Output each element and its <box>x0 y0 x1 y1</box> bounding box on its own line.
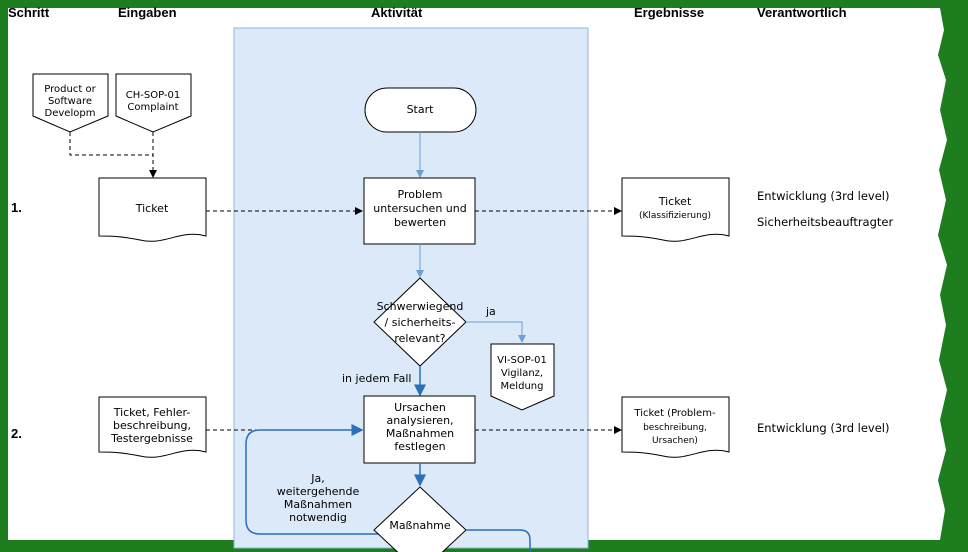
svg-text:Maßnahmen: Maßnahmen <box>284 498 352 511</box>
svg-text:Start: Start <box>407 103 435 116</box>
svg-text:relevant?: relevant? <box>394 332 445 345</box>
responsible-step2-dev: Entwicklung (3rd level) <box>757 421 890 435</box>
svg-text:notwendig: notwendig <box>289 511 347 524</box>
svg-text:VI-SOP-01: VI-SOP-01 <box>497 355 547 366</box>
svg-text:Ticket: Ticket <box>135 202 169 215</box>
svg-text:Problem: Problem <box>398 188 443 201</box>
process-ursachen-analysieren <box>363 395 476 464</box>
result-ticket-problem-document <box>621 396 730 458</box>
svg-text:Meldung: Meldung <box>501 381 544 392</box>
svg-text:/ sicherheits-: / sicherheits- <box>385 316 456 329</box>
svg-text:Ursachen: Ursachen <box>394 401 446 414</box>
header-verantwortlich: Verantwortlich <box>757 5 847 20</box>
svg-text:Developm: Developm <box>45 108 96 119</box>
svg-text:Ticket: Ticket <box>658 195 692 208</box>
svg-text:analysieren,: analysieren, <box>386 414 453 427</box>
svg-text:ja: ja <box>485 305 496 318</box>
input-complaint-sop <box>115 73 192 133</box>
arrow-massnahme-right <box>466 529 531 552</box>
header-eingaben: Eingaben <box>118 5 177 20</box>
svg-text:Schwerwiegend: Schwerwiegend <box>377 300 464 313</box>
responsible-step1-safety: Sicherheitsbeauftragter <box>757 215 893 229</box>
svg-text:Complaint: Complaint <box>127 102 178 113</box>
input-product-development <box>32 73 109 133</box>
svg-text:Ursachen): Ursachen) <box>652 436 698 446</box>
input-ticket-error-document <box>98 396 207 458</box>
process-problem-untersuchen <box>363 177 476 245</box>
decision-massnahme <box>373 486 467 552</box>
svg-text:weitergehende: weitergehende <box>277 485 360 498</box>
svg-text:Vigilanz,: Vigilanz, <box>501 368 543 379</box>
svg-text:festlegen: festlegen <box>394 440 445 453</box>
svg-text:Ja,: Ja, <box>310 472 324 485</box>
svg-text:Maßnahmen: Maßnahmen <box>386 427 454 440</box>
svg-text:(Klassifizierung): (Klassifizierung) <box>639 211 711 221</box>
step-2-label: 2. <box>11 426 22 441</box>
svg-text:Maßnahme: Maßnahme <box>389 519 451 532</box>
svg-text:Ticket, Fehler-: Ticket, Fehler- <box>113 406 191 419</box>
svg-text:Software: Software <box>48 96 92 107</box>
svg-text:bewerten: bewerten <box>394 216 446 229</box>
svg-text:untersuchen und: untersuchen und <box>373 202 466 215</box>
connector-inputs-to-ticket <box>69 132 153 177</box>
header-ergebnisse: Ergebnisse <box>634 5 704 20</box>
svg-text:CH-SOP-01: CH-SOP-01 <box>126 90 180 101</box>
connector-vigilanz-sop <box>490 343 555 411</box>
arrow-decision-yes <box>466 321 526 343</box>
input-ticket-document <box>98 177 207 242</box>
arrow-loop-back <box>245 424 380 535</box>
svg-text:Testergebnisse: Testergebnisse <box>110 432 193 445</box>
header-schritt: Schritt <box>8 5 50 20</box>
step-1-label: 1. <box>11 200 22 215</box>
result-ticket-document <box>621 177 730 242</box>
svg-text:beschreibung,: beschreibung, <box>113 419 191 432</box>
svg-text:Ticket (Problem-: Ticket (Problem- <box>633 408 716 419</box>
svg-text:in jedem Fall: in jedem Fall <box>342 372 411 385</box>
svg-text:beschreibung,: beschreibung, <box>643 423 707 433</box>
responsible-step1-dev: Entwicklung (3rd level) <box>757 189 890 203</box>
svg-text:Product or: Product or <box>44 84 96 95</box>
header-aktivitaet: Aktivität <box>371 5 423 20</box>
